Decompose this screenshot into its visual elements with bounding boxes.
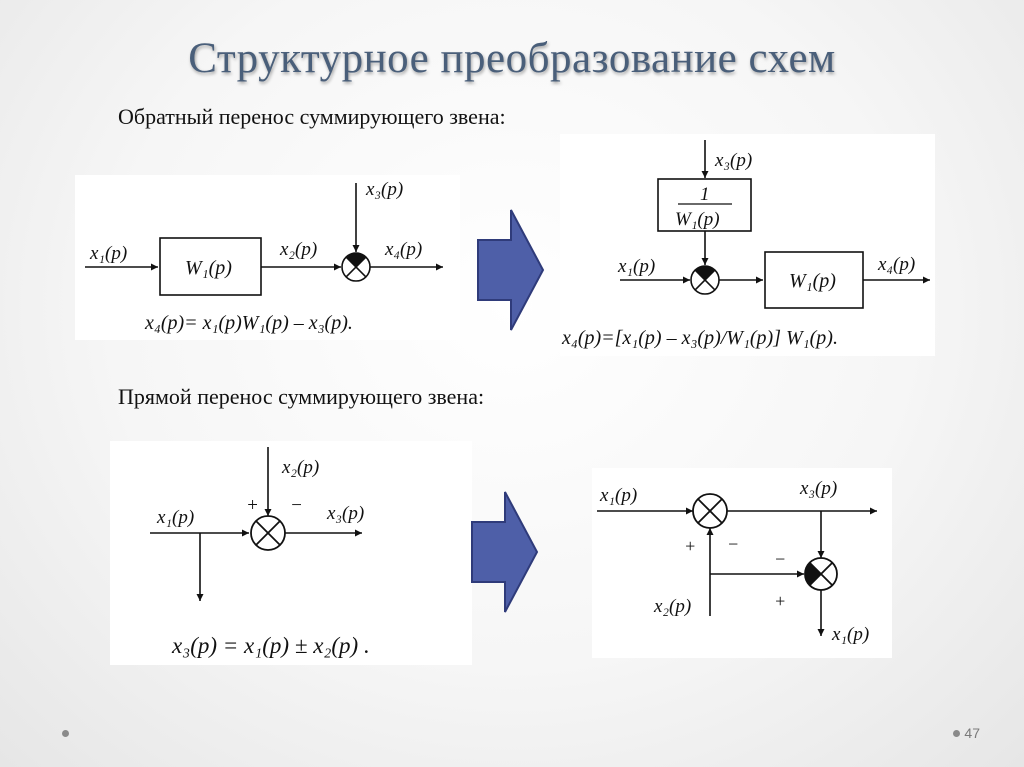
- equation: x₃(p) = x₁(p) ± x₂(p) .: [171, 633, 370, 658]
- summing-junction-2: [804, 557, 838, 591]
- slide-dot-right: [953, 730, 960, 737]
- sign-minus: −: [290, 495, 303, 516]
- summing-junction-1: [692, 493, 728, 529]
- block-inverse-w1: [657, 178, 752, 232]
- block-label: W₁(p): [185, 257, 232, 279]
- label-x1: x₁(p): [617, 256, 655, 277]
- sign-minus-1: −: [727, 534, 739, 554]
- block-label: W₁(p): [789, 270, 836, 292]
- transform-arrow-icon: [471, 491, 539, 613]
- heading-reverse-transfer: Обратный перенос суммирующего звена:: [118, 104, 506, 129]
- block-w1: [764, 251, 864, 309]
- sign-plus: +: [246, 495, 259, 516]
- page-number: 47: [964, 725, 980, 741]
- transform-arrow-icon: [477, 209, 545, 331]
- diagram-reverse-before: x₁(p) W₁(p) x₂(p) x₃(p) x₄(p) x₄(p)= x₁(…: [75, 175, 460, 340]
- diagram-direct-after: x₁(p) x₃(p) + − − + x₂(p) x₁(p): [592, 468, 892, 658]
- equation: x₄(p)= x₁(p)W₁(p) – x₃(p).: [144, 312, 353, 334]
- equation: x₄(p)=[x₁(p) – x₃(p)/W₁(p)] W₁(p).: [561, 327, 838, 349]
- label-x1-out: x₁(p): [831, 624, 869, 645]
- label-x1-in: x₁(p): [599, 485, 637, 506]
- label-x4: x₄(p): [877, 254, 915, 275]
- sign-minus-2: −: [774, 549, 786, 569]
- diagram-direct-before: x₂(p) x₁(p) x₃(p) + − x₃(p) = x₁(p) ± x₂…: [110, 441, 472, 665]
- slide-title: Структурное преобразование схем: [188, 35, 836, 82]
- label-x3: x₃(p): [365, 179, 403, 200]
- label-x2: x₂(p): [281, 457, 319, 478]
- label-x3: x₃(p): [799, 478, 837, 499]
- label-x1: x₁(p): [156, 507, 194, 528]
- diagram-reverse-after: x₃(p) 1 W₁(p) x₁(p) W₁(p) x₄(p) x₄(p)=[x…: [560, 134, 935, 356]
- sign-plus-2: +: [774, 591, 786, 611]
- label-x2: x₂(p): [653, 596, 691, 617]
- label-x3: x₃(p): [326, 503, 364, 524]
- label-x2: x₂(p): [279, 239, 317, 260]
- sign-plus-1: +: [684, 536, 696, 556]
- heading-direct-transfer: Прямой перенос суммирующего звена:: [118, 384, 485, 409]
- summing-junction: [341, 252, 371, 282]
- block-numerator: 1: [700, 184, 710, 205]
- label-x1: x₁(p): [89, 243, 127, 264]
- label-x4: x₄(p): [384, 239, 422, 260]
- label-x3: x₃(p): [714, 150, 752, 171]
- summing-junction: [690, 265, 720, 295]
- block-denominator: W₁(p): [675, 209, 720, 230]
- slide-dot-left: [62, 730, 69, 737]
- summing-junction: [250, 515, 286, 551]
